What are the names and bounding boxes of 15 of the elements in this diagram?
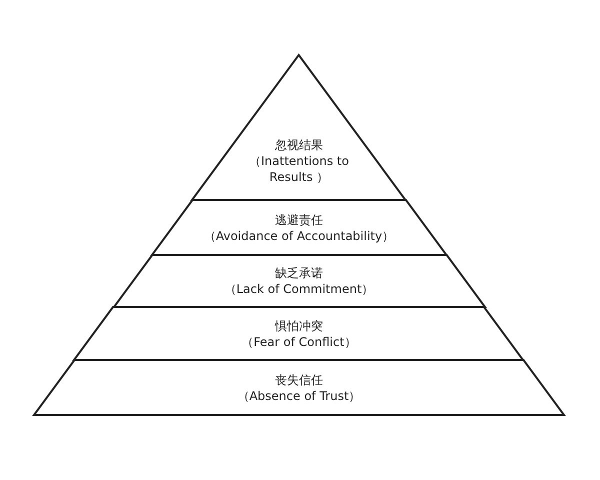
level-title: 丧失信任 (275, 372, 323, 388)
pyramid-level (152, 200, 446, 255)
pyramid-level (192, 55, 406, 200)
level-subtitle: （Avoidance of Accountability） (204, 228, 394, 244)
pyramid-level (34, 360, 564, 415)
level-title: 缺乏承诺 (275, 265, 323, 281)
level-subtitle: （Fear of Conflict） (242, 334, 356, 350)
pyramid-level (74, 307, 524, 360)
level-title: 忽视结果 (274, 137, 323, 153)
level-title: 惧怕冲突 (274, 318, 323, 334)
pyramid-level (114, 255, 484, 307)
level-title: 逃避责任 (274, 212, 323, 228)
level-subtitle: （Inattentions to Results ） (248, 153, 350, 185)
level-subtitle: （Lack of Commitment） (224, 281, 374, 297)
level-subtitle: （Absence of Trust） (237, 388, 361, 404)
